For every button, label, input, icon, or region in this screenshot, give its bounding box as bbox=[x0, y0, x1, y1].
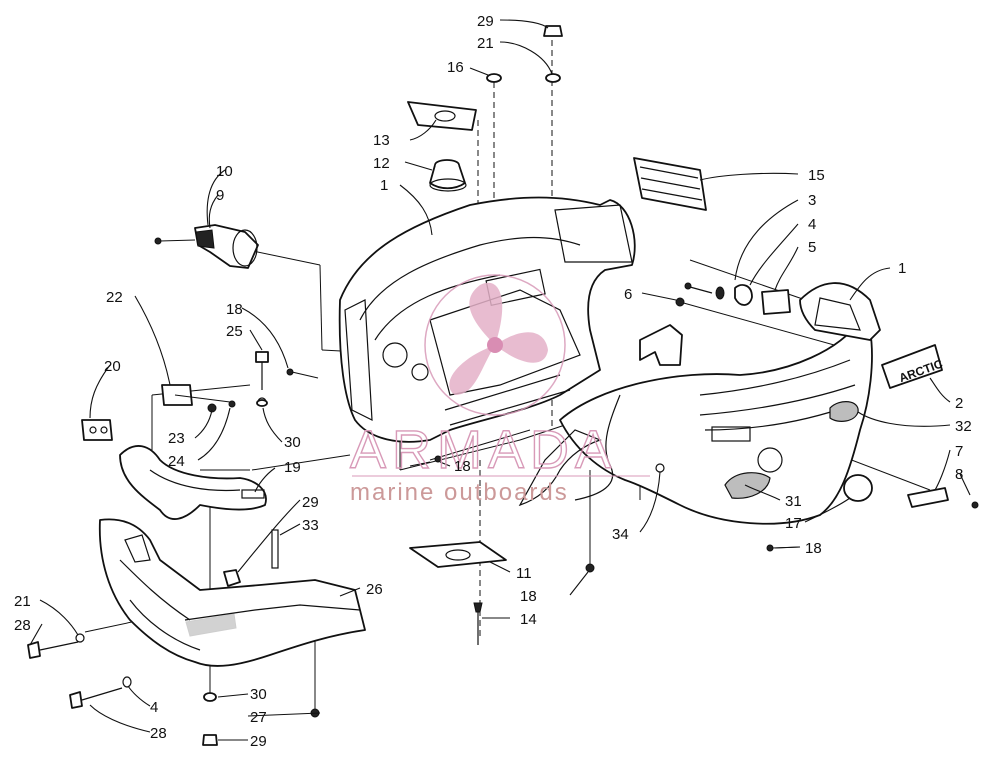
callout-23: 23 bbox=[168, 430, 185, 447]
callout-labels: 29 21 16 13 12 1 15 3 4 5 1 6 2 32 7 8 1… bbox=[14, 13, 972, 750]
callout-1-left: 1 bbox=[380, 177, 388, 194]
side-vent-grille bbox=[633, 157, 707, 211]
callout-12: 12 bbox=[373, 155, 390, 172]
leader-lines bbox=[29, 19, 971, 741]
callout-11: 11 bbox=[516, 565, 532, 582]
callout-5: 5 bbox=[808, 239, 816, 256]
callout-2: 2 bbox=[955, 395, 963, 412]
callout-21-top: 21 bbox=[477, 35, 494, 52]
callout-28-upper: 28 bbox=[14, 617, 31, 634]
callout-4-bottom: 4 bbox=[150, 699, 158, 716]
callout-3: 3 bbox=[808, 192, 816, 209]
callout-30-upper: 30 bbox=[284, 434, 301, 451]
callout-15: 15 bbox=[808, 167, 825, 184]
callout-18-upper: 18 bbox=[226, 301, 243, 318]
callout-33: 33 bbox=[302, 517, 319, 534]
lower-plate bbox=[409, 541, 507, 568]
callout-26: 26 bbox=[366, 581, 383, 598]
callout-32: 32 bbox=[955, 418, 972, 435]
callout-24: 24 bbox=[168, 453, 185, 470]
steering-post-bell bbox=[154, 224, 259, 269]
bracket-right bbox=[161, 384, 236, 413]
callout-28-lower: 28 bbox=[150, 725, 167, 742]
propeller-logo-icon bbox=[424, 274, 566, 416]
arctic-decal: ARCTIC bbox=[881, 344, 945, 389]
hardware bbox=[27, 25, 979, 746]
callout-18-middle: 18 bbox=[454, 458, 471, 475]
hitch-plate bbox=[407, 101, 477, 131]
callout-27: 27 bbox=[250, 709, 267, 726]
callout-30-lower: 30 bbox=[250, 686, 267, 703]
callout-10: 10 bbox=[216, 163, 233, 180]
watermark-tagline: marine outboards bbox=[350, 479, 569, 506]
rubber-boot bbox=[429, 159, 467, 192]
callout-22: 22 bbox=[106, 289, 123, 306]
front-bumper-handle bbox=[119, 445, 267, 520]
callout-1-right: 1 bbox=[898, 260, 906, 277]
callout-25: 25 bbox=[226, 323, 243, 340]
bracket-left bbox=[81, 419, 113, 441]
callout-14: 14 bbox=[520, 611, 537, 628]
callout-29-top: 29 bbox=[477, 13, 494, 30]
callout-34: 34 bbox=[612, 526, 629, 543]
callout-29-middle: 29 bbox=[302, 494, 319, 511]
callout-4-right: 4 bbox=[808, 216, 816, 233]
skid-shield bbox=[98, 518, 366, 667]
callout-31: 31 bbox=[785, 493, 802, 510]
callout-17: 17 bbox=[785, 515, 802, 532]
callout-8: 8 bbox=[955, 466, 963, 483]
callout-16: 16 bbox=[447, 59, 464, 76]
callout-29-bottom: 29 bbox=[250, 733, 267, 750]
watermark-brand: ARMADA bbox=[350, 420, 617, 480]
belly-pan-right-half bbox=[518, 282, 881, 525]
watermark: ARMADA marine outboards bbox=[349, 274, 650, 506]
callout-19: 19 bbox=[284, 459, 301, 476]
callout-21-bottom: 21 bbox=[14, 593, 31, 610]
callout-9: 9 bbox=[216, 187, 224, 204]
callout-20: 20 bbox=[104, 358, 121, 375]
callout-6: 6 bbox=[624, 286, 632, 303]
callout-13: 13 bbox=[373, 132, 390, 149]
callout-18-lower: 18 bbox=[520, 588, 537, 605]
callout-18-right: 18 bbox=[805, 540, 822, 557]
callout-7: 7 bbox=[955, 443, 963, 460]
